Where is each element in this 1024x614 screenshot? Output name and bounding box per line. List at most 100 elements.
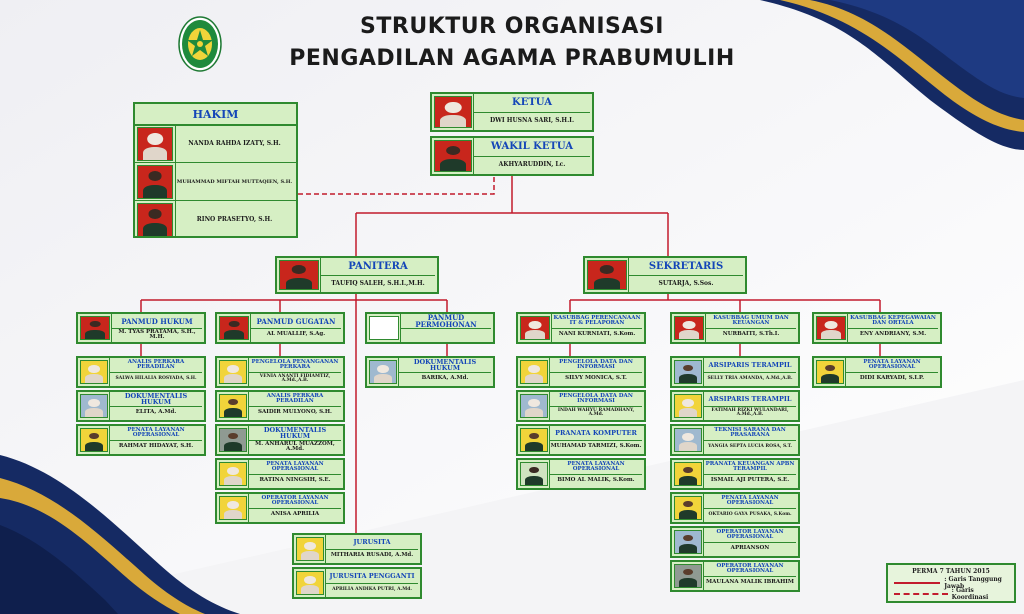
legend-dashed-row: : Garis Koordinasi <box>894 587 1010 601</box>
position-title: PENATA LAYANAN OPERASIONAL <box>846 358 938 373</box>
person-photo <box>434 140 472 172</box>
person-photo <box>219 360 247 384</box>
page-title-line1: STRUKTUR ORGANISASI <box>360 14 664 39</box>
person-name: ELITA, A.Md. <box>135 409 177 416</box>
person-name: BIMO AL MALIK, S.Kom. <box>557 477 635 484</box>
person-name: SAIDIR MULYONO, S.H. <box>258 409 332 416</box>
page-title-line2: PENGADILAN AGAMA PRABUMULIH <box>289 46 735 71</box>
person-name: ISMAIL AJI PUTERA, S.E. <box>710 477 790 484</box>
person-name: MITHARIA RUSADI, A.Md. <box>330 552 414 559</box>
position-title: KASUBBAG UMUM DAN KEUANGAN <box>706 314 796 329</box>
person-name: ENY ANDRIANY, S.M. <box>859 331 927 338</box>
position-card: KASUBBAG KEPEGAWAIAN DAN ORTALA ENY ANDRI… <box>812 312 942 344</box>
court-emblem-icon <box>178 16 222 72</box>
position-title: PANITERA <box>321 258 435 276</box>
person-photo <box>674 462 702 486</box>
person-photo <box>674 496 702 520</box>
position-title: ANALIS PERKARA PERADILAN <box>249 392 341 407</box>
person-photo <box>369 360 397 384</box>
person-name: M. TYAS PRATAMA, S.H., M.H. <box>118 328 196 340</box>
person-name: ANISA APRILIA <box>270 511 320 518</box>
legend-title: PERMA 7 TAHUN 2015 <box>912 568 990 575</box>
person-name: YANGIA SEPTA LUCIA ROSA, S.T. <box>708 443 792 449</box>
person-photo <box>674 564 702 588</box>
person-photo <box>137 203 173 237</box>
position-card: ANALIS PERKARA PERADILAN SAIDIR MULYONO, … <box>215 390 345 422</box>
person-photo <box>296 537 324 561</box>
position-card: KASUBBAG UMUM DAN KEUANGAN NURBAITI, S.Th… <box>670 312 800 344</box>
position-title: JURUSITA PENGGANTI <box>326 569 418 584</box>
person-photo <box>520 394 548 418</box>
position-title: DOKUMENTALIS HUKUM <box>399 358 491 373</box>
person-photo <box>279 260 319 290</box>
position-title: KETUA <box>474 94 590 113</box>
position-card: OPERATOR LAYANAN OPERASIONAL MAULANA MALI… <box>670 560 800 592</box>
hakim-row: MUHAMMAD MIFTAH MUTTAQIEN, S.H. <box>135 164 296 201</box>
person-name: SALWA HILALIA ROSYADA, S.H. <box>115 375 197 381</box>
position-title: KASUBBAG PERENCANAAN IT & PELAPORAN <box>552 314 642 329</box>
position-title: PENATA LAYANAN OPERASIONAL <box>249 460 341 475</box>
position-title: PANMUD GUGATAN <box>251 314 341 329</box>
person-photo <box>80 428 108 452</box>
position-card: OPERATOR LAYANAN OPERASIONAL ANISA APRILI… <box>215 492 345 524</box>
legend-solid-row: : Garis Tanggung Jawab <box>894 576 1010 590</box>
person-name: FATIMAH RIZKI WULANDARI, A.Md.,A.B. <box>711 407 789 417</box>
position-title: KASUBBAG KEPEGAWAIAN DAN ORTALA <box>848 314 938 329</box>
person-photo <box>674 360 702 384</box>
person-name: VENIA ANANTI FIDIAMTIZ, A.Md.,A.B. <box>259 373 331 383</box>
position-title: WAKIL KETUA <box>474 138 590 157</box>
position-title: PANMUD HUKUM <box>112 314 202 329</box>
person-name: TAUFIQ SALEH, S.H.I.,M.H. <box>331 279 425 287</box>
person-photo <box>674 530 702 554</box>
position-title: OPERATOR LAYANAN OPERASIONAL <box>249 494 341 509</box>
person-name: NURBAITI, S.Th.I. <box>722 331 780 338</box>
person-photo <box>816 360 844 384</box>
position-title: JURUSITA <box>326 535 418 550</box>
person-photo <box>674 316 704 340</box>
person-photo <box>80 394 108 418</box>
person-photo <box>520 428 548 452</box>
position-title: OPERATOR LAYANAN OPERASIONAL <box>704 562 796 577</box>
hakim-row: RINO PRASETYO, S.H. <box>135 202 296 238</box>
person-name: INDAH WAHYU RAMADHANY, A.Md. <box>557 407 635 417</box>
position-title: ARSIPARIS TERAMPIL <box>704 392 796 407</box>
position-card: WAKIL KETUA AKHYARUDDIN, Lc. <box>430 136 594 176</box>
position-card: SEKRETARIS SUTARJA, S.Sos. <box>583 256 747 294</box>
position-card: PANITERA TAUFIQ SALEH, S.H.I.,M.H. <box>275 256 439 294</box>
person-photo <box>520 316 550 340</box>
person-photo <box>587 260 627 290</box>
person-name: DWI HUSNA SARI, S.H.I. <box>489 117 575 124</box>
person-photo <box>674 394 702 418</box>
position-title: OPERATOR LAYANAN OPERASIONAL <box>704 528 796 543</box>
position-title: SEKRETARIS <box>629 258 743 276</box>
person-name: APRIANSON <box>730 545 770 552</box>
person-name: RAHMAT HIDAYAT, S.H. <box>118 443 194 450</box>
person-photo <box>520 360 548 384</box>
position-card: JURUSITA MITHARIA RUSADI, A.Md. <box>292 533 422 565</box>
person-photo <box>219 316 249 340</box>
position-title: PENATA LAYANAN OPERASIONAL <box>550 460 642 475</box>
position-title: ARSIPARIS TERAMPIL <box>704 358 796 373</box>
person-name: MAULANA MALIK IBRAHIM <box>706 579 794 586</box>
person-name: SUTARJA, S.Sos. <box>658 279 714 287</box>
person-photo <box>219 428 247 452</box>
hakim-title: HAKIM <box>135 104 296 126</box>
position-card: PENATA LAYANAN OPERASIONAL BIMO AL MALIK,… <box>516 458 646 490</box>
position-title: TEKNISI SARANA DAN PRASARANA <box>704 426 796 441</box>
position-card: PANMUD PERMOHONAN <box>365 312 495 344</box>
person-name: SILVY MONICA, S.T. <box>565 375 627 382</box>
hakim-box: HAKIM NANDA RAHDA IZATY, S.H. MUHAMMAD M… <box>133 102 298 238</box>
person-photo <box>520 462 548 486</box>
person-photo <box>80 316 110 340</box>
person-name: AKHYARUDDIN, Lc. <box>498 161 566 168</box>
